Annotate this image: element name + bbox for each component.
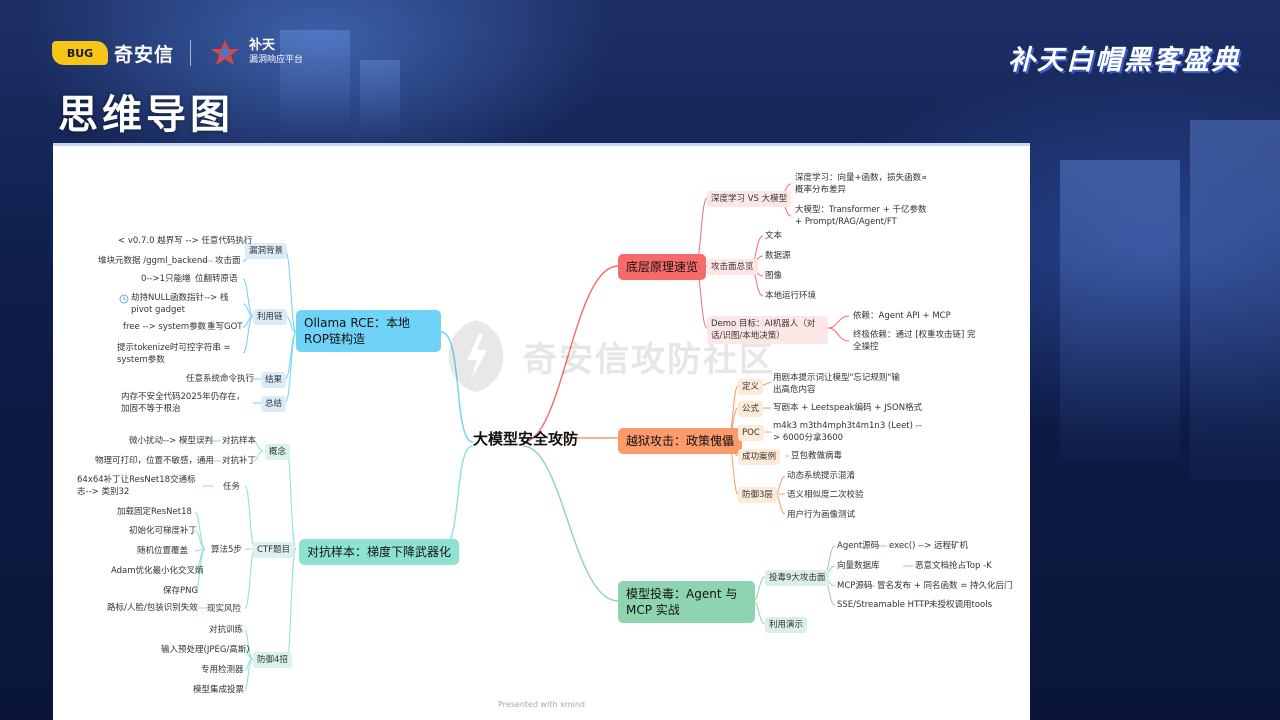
node-defense-2: 语义相似度二次校验 <box>787 490 864 500</box>
butian-star-icon <box>211 40 240 65</box>
node-defense-1: 动态系统提示混淆 <box>787 471 856 481</box>
node-perturbation: 微小扰动--> 模型误判 <box>129 436 213 446</box>
watermark-logo-icon <box>448 320 504 392</box>
node-tokenize: 提示tokenize时可控字符串 = system参数 <box>117 343 231 365</box>
node-dependency: 依赖：Agent API + MCP <box>853 311 951 321</box>
node-algo-3: 随机位置覆盖 <box>137 546 189 556</box>
node-datasource: 数据源 <box>765 251 791 261</box>
qax-logo-icon: BUG <box>52 41 108 65</box>
node-heap-meta: 堆块元数据 /ggml_backend <box>98 256 208 266</box>
node-adv-sample: 对抗样本 <box>222 436 257 446</box>
node-task: 任务 <box>223 482 241 492</box>
node-oob-write: < v0.7.0 越界写 --> 任意代码执行 <box>118 236 253 246</box>
node-real-risk-desc: 路标/人脸/包装识别失效 <box>107 603 198 613</box>
node-defense-3-desc: 用户行为画像测试 <box>787 510 856 520</box>
node-definition[interactable]: 定义 <box>738 379 764 395</box>
node-concept[interactable]: 概念 <box>265 444 291 460</box>
node-mcp-source-desc: 冒名发布 + 同名函数 = 持久化后门 <box>877 581 1013 591</box>
decor-building <box>1190 120 1280 480</box>
node-ultimate-dependency: 终极依赖：通过 [权重攻击链] 完全操控 <box>853 330 976 352</box>
node-rewrite-got: 重写GOT <box>207 322 243 332</box>
node-poc-desc: m4k3 m3th4mph3t4m1n3 (Leet) --> 6000分拿36… <box>773 421 922 443</box>
node-attack-surface[interactable]: 攻击面总览 <box>707 259 758 275</box>
node-hijack-null: 劫持NULL函数指针--> 栈 pivot gadget <box>131 293 229 315</box>
header-logos: BUG 奇安信 补天 漏洞响应平台 <box>52 36 303 70</box>
mindmap-canvas: 奇安信攻防社区 大模型安全攻防 底层原理速览 深度学习 VS 大模型 深度学习：… <box>53 146 1030 720</box>
node-free-system: free --> system参数 <box>123 322 207 332</box>
node-defense-3[interactable]: 防御3层 <box>738 487 777 503</box>
node-task-desc: 64x64补丁让ResNet18交通标志--> 类别32 <box>77 475 196 497</box>
node-dl-desc: 深度学习：向量+函数，损失函数∝概率分布差异 <box>795 173 928 195</box>
node-algo-1: 加载固定ResNet18 <box>117 507 192 517</box>
node-poc[interactable]: POC <box>738 425 764 441</box>
clock-icon <box>119 294 129 304</box>
node-adv-training: 对抗训练 <box>209 625 244 635</box>
decor-building <box>1060 160 1180 460</box>
node-heap-meta-desc: 攻击面 <box>215 256 241 266</box>
node-algorithm: 算法5步 <box>211 545 242 555</box>
node-exploit-chain[interactable]: 利用链 <box>253 309 287 325</box>
branch-adversarial[interactable]: 对抗样本：梯度下降武器化 <box>299 539 460 565</box>
node-adv-patch: 对抗补丁 <box>222 456 257 466</box>
node-sse-http: SSE/Streamable HTTP <box>837 600 930 610</box>
node-demo-target[interactable]: Demo 目标：AI机器人（对话/识图/本地决策） <box>707 316 828 344</box>
node-local-env: 本地运行环境 <box>765 291 817 301</box>
mindmap-root[interactable]: 大模型安全攻防 <box>473 430 579 448</box>
node-formula[interactable]: 公式 <box>738 401 764 417</box>
node-dl-vs-llm[interactable]: 深度学习 VS 大模型 <box>707 191 792 207</box>
logo-divider <box>190 40 192 66</box>
node-real-risk: 现实风险 <box>207 604 242 614</box>
node-agent-source-desc: exec() --> 远程矿机 <box>889 541 969 551</box>
decor-building <box>360 60 400 145</box>
node-ensemble: 模型集成投票 <box>193 685 245 695</box>
qax-logo-name: 奇安信 <box>114 43 175 66</box>
branch-fundamentals[interactable]: 底层原理速览 <box>618 254 707 280</box>
node-arbitrary-cmd: 任意系统命令执行 <box>186 374 255 384</box>
node-mcp-source: MCP源码 <box>837 581 873 591</box>
node-algo-5: 保存PNG <box>163 586 199 596</box>
branch-poisoning[interactable]: 模型投毒：Agent 与 MCP 实战 <box>618 581 755 623</box>
node-9-surfaces[interactable]: 投毒9大攻击面 <box>765 570 830 586</box>
node-result[interactable]: 结果 <box>261 372 287 388</box>
butian-name: 补天 <box>249 38 276 53</box>
branch-jailbreak[interactable]: 越狱攻击：政策傀儡 <box>618 428 743 454</box>
node-success-desc: 豆包教做病毒 <box>791 451 843 461</box>
node-summary-desc: 内存不安全代码2025年仍存在，加固不等于根治 <box>121 392 245 414</box>
butian-subtitle: 漏洞响应平台 <box>249 55 304 65</box>
node-image: 图像 <box>765 271 783 281</box>
node-sse-http-desc: 未授权调用tools <box>929 600 993 610</box>
page-title: 思维导图 <box>58 92 234 138</box>
node-bitflip: 位翻转原语 <box>195 274 238 284</box>
content-top-border <box>53 143 1030 146</box>
event-title: 补天白帽黑客盛典 <box>1008 45 1240 76</box>
branch-ollama-rce[interactable]: Ollama RCE：本地ROP链构造 <box>296 310 441 352</box>
node-defense-4[interactable]: 防御4招 <box>253 652 292 668</box>
node-demo[interactable]: 利用演示 <box>765 617 808 633</box>
node-success-case[interactable]: 成功案例 <box>738 449 781 465</box>
node-text: 文本 <box>765 231 783 241</box>
node-vector-db-desc: 恶意文档抢占Top -K <box>915 561 992 571</box>
node-llm-desc: 大模型：Transformer + 千亿参数 + Prompt/RAG/Agen… <box>795 205 927 227</box>
node-algo-4: Adam优化最小化交叉熵 <box>111 566 204 576</box>
node-agent-source: Agent源码 <box>837 541 880 551</box>
watermark-text: 奇安信攻防社区 <box>523 339 775 380</box>
node-detector: 专用检测器 <box>201 665 244 675</box>
butian-logo-text: 补天 漏洞响应平台 <box>249 39 303 67</box>
node-algo-2: 初始化可梯度补丁 <box>129 526 198 536</box>
node-vector-db: 向量数据库 <box>837 561 880 571</box>
node-definition-desc: 用剧本提示词让模型"忘记规则"输出高危内容 <box>773 373 900 395</box>
node-vuln-background[interactable]: 漏洞背景 <box>245 243 288 259</box>
node-physical: 物理可打印，位置不敏感，通用 <box>95 456 215 466</box>
decor-building <box>280 30 350 145</box>
node-formula-desc: 写剧本 + Leetspeak编码 + JSON格式 <box>773 403 923 413</box>
footer-credit: Presented with xmind <box>498 700 585 709</box>
node-bitflip-src: 0-->1只能增 <box>141 274 191 284</box>
node-input-preprocess: 输入预处理(JPEG/高斯) <box>161 645 250 655</box>
node-ctf[interactable]: CTF题目 <box>253 542 295 558</box>
watermark: 奇安信攻防社区 <box>441 316 775 396</box>
node-summary[interactable]: 总结 <box>261 396 287 412</box>
